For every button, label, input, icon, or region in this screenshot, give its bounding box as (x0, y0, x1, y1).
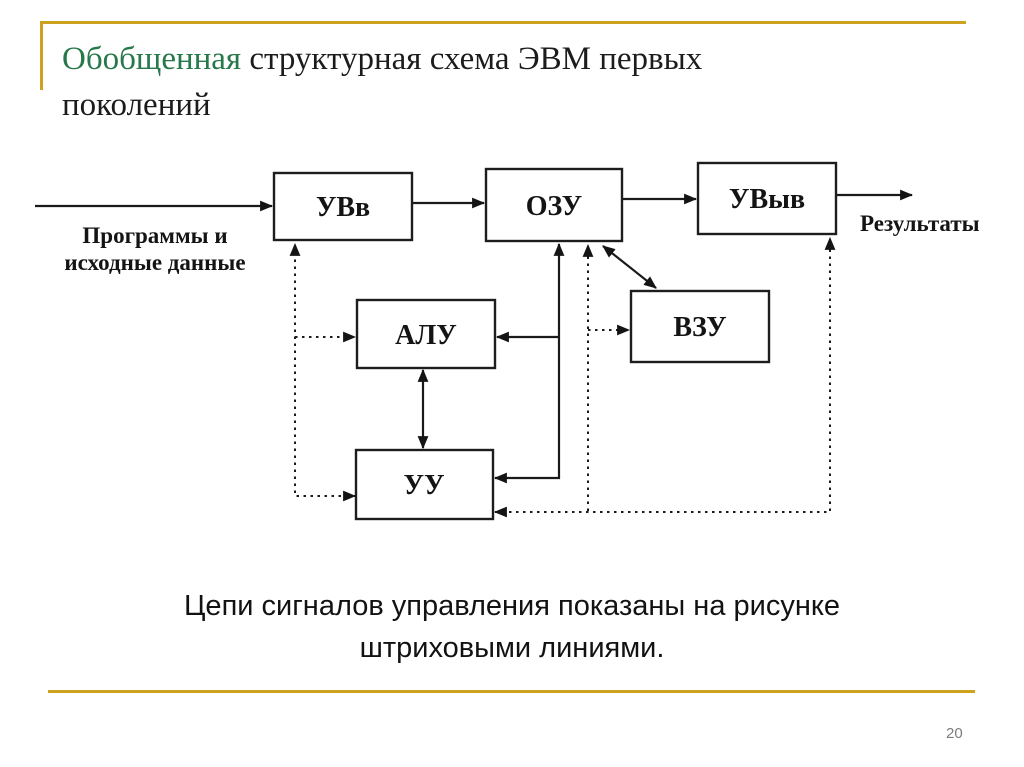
block-ozu-label: ОЗУ (526, 191, 582, 222)
block-vzu-label: ВЗУ (673, 312, 726, 343)
slide-title-highlight: Обобщенная (62, 41, 242, 77)
block-vzu (629, 289, 771, 364)
top-accent-rule (40, 21, 966, 24)
output-label: Результаты (860, 211, 980, 236)
slide-title: Обобщенная структурная схема ЭВМ первых … (62, 36, 802, 128)
bottom-accent-rule (48, 690, 975, 693)
arrow-uu-ozu-bus (493, 242, 565, 484)
slide-title-rest: структурная схема ЭВМ первых поколений (62, 41, 703, 124)
input-label-line2: исходные данные (64, 250, 245, 275)
caption: Цепи сигналов управления показаны на рис… (0, 585, 1024, 669)
block-uvv-label: УВв (316, 192, 370, 223)
caption-line1: Цепи сигналов управления показаны на рис… (183, 590, 840, 622)
arrow-ozu-vzu-bidirectional (602, 245, 657, 289)
page-number: 20 (946, 725, 963, 742)
block-alu-label: АЛУ (395, 320, 457, 351)
block-uvyv (696, 161, 838, 236)
block-uvyv-label: УВыв (729, 184, 805, 215)
left-accent-rule (40, 21, 43, 90)
input-label-line1: Программы и (82, 223, 227, 248)
caption-line2: штриховыми линиями. (359, 632, 665, 665)
block-uu (354, 448, 495, 521)
control-line-uu-uvv (289, 242, 357, 502)
block-ozu (484, 167, 624, 243)
block-uu-label: УУ (403, 470, 444, 501)
block-uvv (272, 171, 414, 242)
block-alu (355, 298, 497, 370)
control-line-uu-uvyv (493, 236, 836, 518)
